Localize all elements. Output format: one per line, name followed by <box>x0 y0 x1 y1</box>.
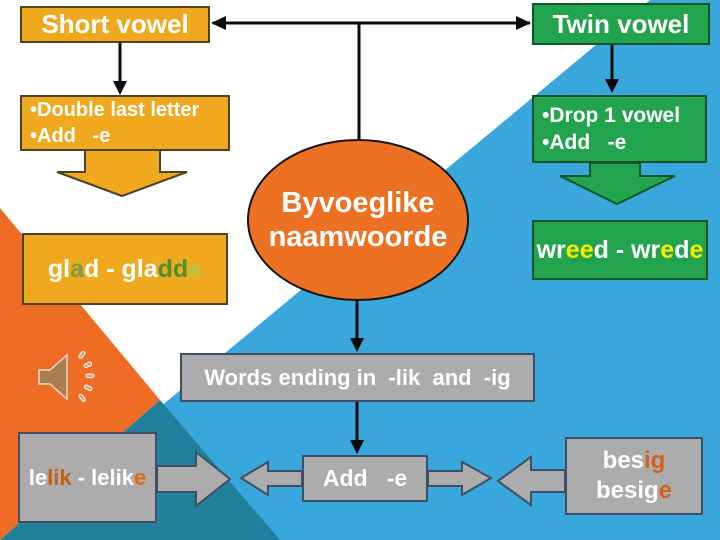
text-segment: d - wr <box>593 235 661 264</box>
add-e-box: Add -e <box>302 455 428 502</box>
text-segment: bes <box>602 447 645 474</box>
twin-vowel-header: Twin vowel <box>532 3 710 45</box>
rule-line: •Double last letter <box>30 99 200 121</box>
add-e-label: Add -e <box>322 465 408 491</box>
arrowhead-down-icon <box>350 338 364 352</box>
text-segment: a <box>70 254 85 283</box>
words-ending-label: Words ending in -lik and -ig <box>204 364 511 390</box>
rule-line: •Add -e <box>30 125 111 147</box>
text-segment: e <box>689 235 704 264</box>
text-segment: ig <box>644 447 666 474</box>
text-segment: - lelik <box>71 464 134 490</box>
text-segment: e <box>658 477 673 504</box>
words-ending-box: Words ending in -lik and -ig <box>180 353 535 402</box>
besig-left-block-arrow <box>496 455 566 507</box>
speaker-icon[interactable] <box>34 348 96 406</box>
text-segment: gl <box>47 254 71 283</box>
rule-line: •Add -e <box>542 131 627 154</box>
besig-line2: besige <box>596 476 672 506</box>
twin-vowel-label: Twin vowel <box>552 8 690 39</box>
text-segment: e <box>188 254 203 283</box>
add-left-block-arrow <box>239 460 303 497</box>
text-segment: d <box>674 235 690 264</box>
arrowhead-down-icon <box>113 81 127 95</box>
short-vowel-label: Short vowel <box>41 9 189 39</box>
besig-example-box: besig besige <box>565 437 703 515</box>
text-segment: besig <box>595 477 659 504</box>
text-segment: d - gla <box>84 254 158 283</box>
arrowhead-down-icon <box>350 440 364 454</box>
besig-line1: besig <box>603 446 666 476</box>
text-segment: e <box>660 235 675 264</box>
text-segment: e <box>133 464 147 490</box>
twin-vowel-rules-box: •Drop 1 vowel •Add -e <box>532 95 707 163</box>
speaker-sound-waves <box>78 350 95 402</box>
add-right-block-arrow <box>427 460 494 497</box>
short-vowel-rules-box: •Double last letter •Add -e <box>20 95 230 151</box>
title-line1: Byvoeglike <box>281 186 435 219</box>
text-segment: le <box>28 464 48 490</box>
title-line2: naamwoorde <box>268 221 448 253</box>
text-segment: wr <box>536 235 566 264</box>
yellow-block-down-arrow <box>56 149 188 198</box>
text-segment: dd <box>157 254 189 283</box>
text-segment: lik <box>47 464 72 490</box>
text-segment: ee <box>565 235 594 264</box>
green-block-down-arrow <box>559 162 676 206</box>
arrowhead-down-icon <box>605 79 619 93</box>
arrowhead-left-icon <box>211 16 226 30</box>
rule-line: •Drop 1 vowel <box>542 103 681 127</box>
speaker-horn <box>38 353 68 401</box>
title-ellipse: Byvoeglike naamwoorde <box>247 139 469 301</box>
short-vowel-header: Short vowel <box>20 6 210 43</box>
arrowhead-right-icon <box>516 16 531 30</box>
lelik-right-block-arrow <box>156 449 232 509</box>
